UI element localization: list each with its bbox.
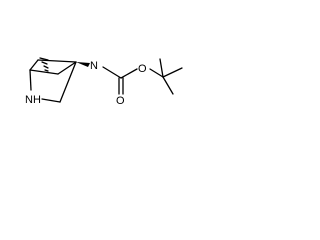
ester-o-label: O	[138, 63, 147, 75]
bond-o-cq	[149, 68, 164, 78]
hashed-wedge-bond	[39, 57, 49, 72]
bond-cq-me2	[159, 58, 164, 78]
bond-c7-c4	[37, 59, 77, 63]
carbonyl-o-label: O	[116, 95, 125, 107]
bond-c1-c6	[29, 69, 59, 75]
carbamate-chain	[102, 58, 183, 95]
bond-cq-me3	[162, 76, 174, 95]
bicyclic-ring	[29, 59, 77, 103]
bond-c1-c7	[29, 59, 39, 71]
bond-n2-c3	[41, 98, 61, 103]
amine-n-label: N	[90, 60, 98, 72]
solid-wedge-bond	[76, 62, 90, 67]
ring-nh-label: NH	[25, 94, 41, 106]
bond-c3-c4	[59, 61, 77, 103]
bond-c-o-ester	[120, 68, 138, 79]
bond-cq-me1	[162, 67, 183, 78]
bond-c6-c4	[57, 61, 77, 75]
bond-n-c	[102, 66, 122, 79]
molecule-structure: NH N O O	[25, 57, 183, 107]
bond-c1-n2	[29, 69, 32, 91]
